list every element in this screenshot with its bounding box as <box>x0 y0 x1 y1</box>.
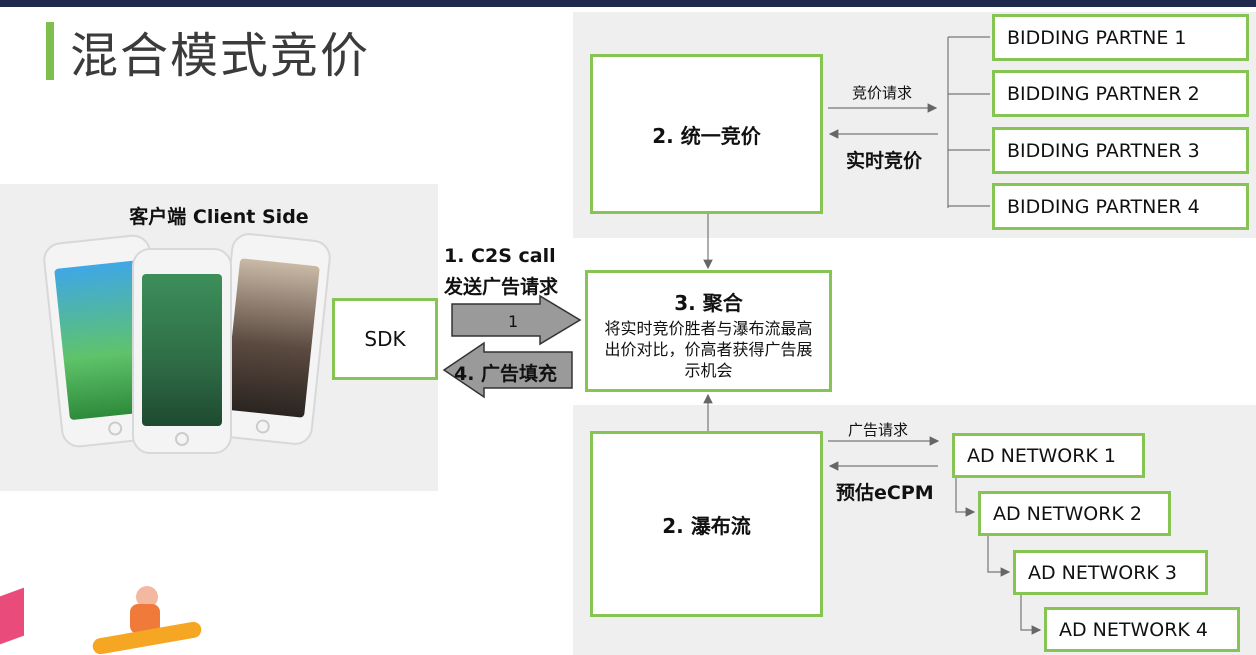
game-screen-puzzle <box>142 274 222 426</box>
phone-center <box>132 248 232 454</box>
ecpm-label: 预估eCPM <box>836 482 934 504</box>
page-title: 混合模式竞价 <box>70 28 371 84</box>
send-request-label: 发送广告请求 <box>444 276 559 298</box>
c2s-call-label: 1. C2S call <box>444 245 556 267</box>
ad-network-2: AD NETWORK 2 <box>978 491 1171 536</box>
home-button <box>175 432 189 446</box>
client-side-title: 客户端 Client Side <box>129 206 309 228</box>
ad-network-1: AD NETWORK 1 <box>952 433 1145 478</box>
aggregation-box: 3. 聚合 将实时竞价胜者与瀑布流最高出价对比，价高者获得广告展示机会 <box>585 270 832 392</box>
fill-label: 4. 广告填充 <box>454 363 558 385</box>
bidding-partner-4: BIDDING PARTNER 4 <box>992 183 1249 230</box>
decorative-book-icon <box>0 587 24 645</box>
bidding-partner-1: BIDDING PARTNE 1 <box>992 14 1249 61</box>
sdk-label: SDK <box>364 327 406 351</box>
top-header-bar <box>0 0 1256 7</box>
aggregation-description: 将实时竞价胜者与瀑布流最高出价对比，价高者获得广告展示机会 <box>604 319 813 380</box>
unified-bidding-box: 2. 统一竞价 <box>590 54 823 214</box>
waterfall-title: 2. 瀑布流 <box>662 513 751 538</box>
bidding-partner-2: BIDDING PARTNER 2 <box>992 70 1249 117</box>
bidding-partner-3: BIDDING PARTNER 3 <box>992 127 1249 174</box>
realtime-bid-label: 实时竞价 <box>846 150 923 172</box>
ad-request-label: 广告请求 <box>848 421 909 439</box>
ad-network-4: AD NETWORK 4 <box>1044 607 1240 652</box>
unified-bidding-title: 2. 统一竞价 <box>652 123 761 148</box>
ad-network-3: AD NETWORK 3 <box>1013 550 1208 595</box>
waterfall-box: 2. 瀑布流 <box>590 431 823 617</box>
bid-request-label: 竞价请求 <box>852 84 913 102</box>
title-accent-bar <box>46 22 54 80</box>
sdk-box: SDK <box>332 298 438 380</box>
aggregation-title: 3. 聚合 <box>674 291 743 315</box>
arrow-1-label: 1 <box>508 312 519 331</box>
decorative-rocket-kid-icon <box>91 586 203 655</box>
